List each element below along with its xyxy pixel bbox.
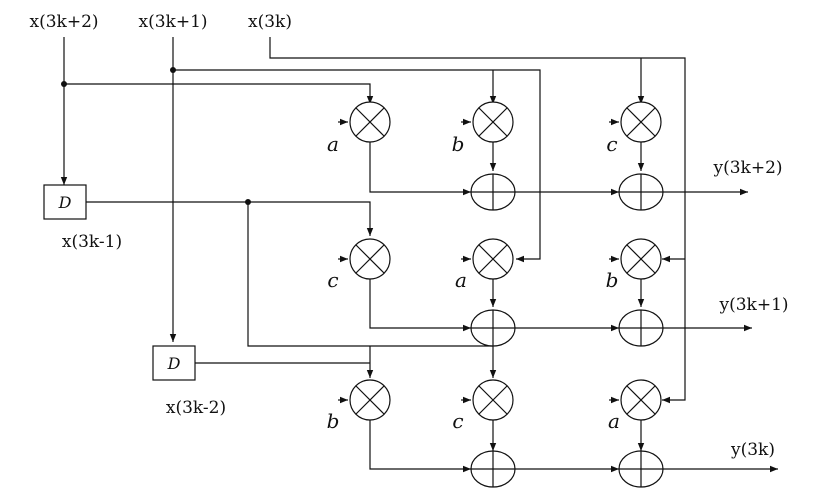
multiplier-r1c3 bbox=[620, 101, 662, 143]
output-label-y3k2: y(3k+2) bbox=[712, 158, 782, 178]
multiplier-r2c3 bbox=[620, 238, 662, 280]
input-label-x3k1: x(3k+1) bbox=[138, 12, 207, 32]
wire-delay1-to-mult-r2c1 bbox=[86, 201, 374, 236]
output-label-y3k: y(3k) bbox=[730, 440, 775, 460]
junction-dot-x1 bbox=[170, 67, 176, 73]
delay-1-output-label: x(3k-1) bbox=[62, 232, 122, 252]
junction-dot-delay1 bbox=[245, 199, 251, 205]
wire-mult-r1c1-to-adder bbox=[369, 142, 471, 196]
coefficient-r1c3: c bbox=[606, 132, 617, 156]
adder-r3c3 bbox=[618, 450, 664, 488]
adder-r2c3 bbox=[618, 309, 664, 347]
coefficient-r3c1: b bbox=[327, 409, 340, 433]
coefficient-r3c3: a bbox=[608, 409, 620, 433]
output-label-y3k1: y(3k+1) bbox=[718, 295, 788, 315]
input-label-x3k2: x(3k+2) bbox=[29, 12, 98, 32]
multiplier-r2c1 bbox=[349, 238, 391, 280]
delay-1-symbol: D bbox=[58, 193, 72, 212]
junction-dot-x2 bbox=[61, 81, 67, 87]
coefficient-r2c1: c bbox=[327, 268, 338, 292]
coefficient-r1c2: b bbox=[452, 132, 465, 156]
coefficient-r3c2: c bbox=[452, 409, 463, 433]
wire-x1-to-mult-r2c2 bbox=[173, 69, 541, 263]
delay-2-output-label: x(3k-2) bbox=[166, 398, 226, 418]
adder-r3c2 bbox=[470, 450, 516, 488]
coefficient-r2c2: a bbox=[455, 268, 467, 292]
multiplier-r3c1 bbox=[349, 379, 391, 421]
wire-mult-r3c1-to-adder bbox=[369, 420, 471, 473]
multiplier-r3c2 bbox=[472, 379, 514, 421]
wire-mult-r2c1-to-adder bbox=[369, 279, 471, 332]
wire-x0-to-mult-r3c3 bbox=[269, 37, 686, 404]
multiplier-r1c2 bbox=[472, 101, 514, 143]
adder-r1c2 bbox=[470, 173, 516, 211]
delay-block-2 bbox=[152, 345, 196, 381]
coefficient-r1c1: a bbox=[327, 132, 339, 156]
adder-r1c3 bbox=[618, 173, 664, 211]
coefficient-r2c3: b bbox=[606, 268, 619, 292]
multiplier-r2c2 bbox=[472, 238, 514, 280]
adder-r2c2 bbox=[470, 309, 516, 347]
multiplier-r3c3 bbox=[620, 379, 662, 421]
delay-block-1 bbox=[43, 184, 87, 220]
multiplier-r1c1 bbox=[349, 101, 391, 143]
delay-2-symbol: D bbox=[167, 354, 181, 373]
input-label-x3k: x(3k) bbox=[248, 12, 292, 32]
wire-x2-to-mult-r1c1 bbox=[64, 83, 374, 104]
